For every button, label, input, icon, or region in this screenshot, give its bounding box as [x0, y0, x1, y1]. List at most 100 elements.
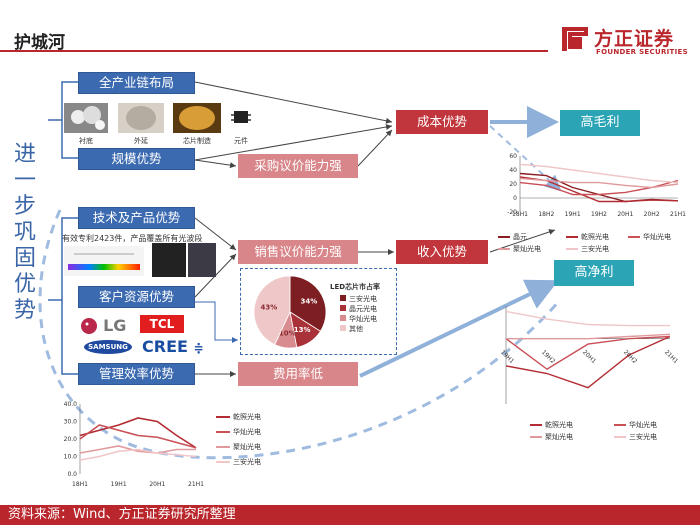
legend-item: 聚灿光电	[530, 432, 573, 442]
chip-mfg-image	[173, 103, 221, 133]
purchase-power-box: 采购议价能力强	[238, 154, 358, 178]
pie-legend-label: 华灿光电	[349, 315, 377, 323]
y-tick-label: 40	[509, 167, 517, 174]
y-tick-label: 30.0	[64, 419, 78, 426]
expense-ratio-chart: 40.0 30.0 20.0 10.0 0.0 18H1 19H1 20H1 21H1	[56, 398, 206, 494]
cree-logo: CREE ≑	[142, 337, 204, 356]
series-line	[506, 311, 670, 325]
legend-item: 聚灿光电	[216, 442, 296, 452]
x-tick-label: 20H2	[644, 211, 660, 218]
pie-legend-item: 晶元光电	[340, 304, 377, 314]
epitaxy-image	[118, 103, 164, 133]
source-footer: 资料来源：Wind、方正证券研究所整理	[0, 505, 700, 525]
pie-slice-label: 43%	[261, 303, 278, 311]
legend-item: 乾照光电	[530, 420, 573, 430]
legend-label: 聚灿光电	[513, 245, 541, 253]
x-tick-label: 19H2	[591, 211, 607, 218]
legend-label: 聚灿光电	[233, 443, 261, 451]
x-tick-label: 19H1	[565, 211, 581, 218]
expense-ratio-legend: 乾照光电 华灿光电 聚灿光电 三安光电	[216, 412, 296, 467]
legend-label: 聚灿光电	[545, 433, 573, 441]
substrate-image	[64, 103, 108, 133]
high-net-margin-box: 高净利	[554, 260, 634, 286]
market-share-pie: 34%13%10%43%	[250, 272, 330, 352]
pie-legend-label: 其他	[349, 325, 363, 333]
product-image	[152, 243, 186, 277]
legend-label: 三安光电	[233, 458, 261, 466]
legend-item: 三安光电	[216, 457, 296, 467]
pie-legend-item: 其他	[340, 324, 377, 334]
y-tick-label: 20.0	[64, 436, 78, 443]
tcl-logo: TCL	[140, 315, 184, 333]
legend-item: 三安光电	[614, 432, 657, 442]
chain-layout-box: 全产业链布局	[78, 72, 195, 94]
x-tick-label: 19H2	[540, 349, 556, 365]
thumb-label: 外延	[118, 136, 164, 146]
legend-label: 乾照光电	[545, 421, 573, 429]
tech-product-box: 技术及产品优势	[78, 207, 195, 229]
y-tick-label: 20	[509, 181, 517, 188]
lg-logo: LG	[80, 315, 126, 335]
x-tick-label: 19H1	[111, 481, 127, 488]
y-tick-label: 40.0	[64, 401, 78, 408]
component-image	[228, 103, 254, 133]
x-tick-label: 18H1	[72, 481, 88, 488]
legend-item: 乾照光电	[216, 412, 296, 422]
x-tick-label: 21H1	[670, 211, 686, 218]
y-tick-label: 0.0	[67, 471, 77, 478]
y-tick-label: 10.0	[64, 454, 78, 461]
pie-legend-label: 三安光电	[349, 295, 377, 303]
product-image	[188, 243, 216, 277]
legend-item: 华灿光电	[628, 232, 671, 242]
samsung-text: SAMSUNG	[88, 343, 128, 351]
mgmt-efficiency-box: 管理效率优势	[78, 363, 195, 385]
high-gross-margin-box: 高毛利	[560, 110, 640, 136]
x-tick-label: 20H1	[617, 211, 633, 218]
low-expense-box: 费用率低	[238, 362, 358, 386]
y-tick-label: 60	[509, 153, 517, 160]
x-tick-label: 18H2	[538, 211, 554, 218]
pie-slice-label: 13%	[294, 326, 311, 334]
thumb-label: 芯片制造	[173, 136, 221, 146]
legend-item: 晶元	[498, 232, 527, 242]
legend-label: 华灿光电	[233, 428, 261, 436]
pie-legend-label: 晶元光电	[349, 305, 377, 313]
legend-item: 乾照光电	[566, 232, 609, 242]
y-tick-label: 0	[513, 195, 517, 202]
samsung-logo: SAMSUNG	[84, 340, 132, 354]
spectrum-image	[64, 246, 144, 276]
legend-item: 华灿光电	[614, 420, 657, 430]
legend-label: 晶元	[513, 233, 527, 241]
legend-item: 华灿光电	[216, 427, 296, 437]
legend-item: 聚灿光电	[498, 244, 541, 254]
revenue-advantage-box: 收入优势	[396, 240, 488, 264]
thumb-label: 衬底	[64, 136, 108, 146]
legend-label: 三安光电	[581, 245, 609, 253]
cree-text: CREE	[142, 337, 188, 356]
tcl-text: TCL	[150, 317, 175, 331]
legend-item: 三安光电	[566, 244, 609, 254]
x-tick-label: 20H1	[149, 481, 165, 488]
scale-advantage-box: 规模优势	[78, 148, 195, 170]
x-tick-label: 18H1	[512, 211, 528, 218]
legend-label: 华灿光电	[643, 233, 671, 241]
pie-title: LED芯片市占率	[330, 282, 380, 292]
legend-label: 三安光电	[629, 433, 657, 441]
pie-legend-item: 华灿光电	[340, 314, 377, 324]
legend-label: 华灿光电	[629, 421, 657, 429]
legend-label: 乾照光电	[581, 233, 609, 241]
legend-label: 乾照光电	[233, 413, 261, 421]
pie-legend: 三安光电 晶元光电 华灿光电 其他	[340, 294, 377, 334]
thumb-label: 元件	[226, 136, 256, 146]
pie-slice-label: 34%	[301, 298, 318, 306]
x-tick-label: 20H1	[581, 349, 597, 365]
cost-advantage-box: 成本优势	[396, 110, 488, 134]
sales-power-box: 销售议价能力强	[238, 240, 358, 264]
lg-text: LG	[103, 316, 126, 335]
x-tick-label: 21H1	[663, 349, 679, 365]
customer-resource-box: 客户资源优势	[78, 286, 195, 308]
x-tick-label: 21H1	[188, 481, 204, 488]
pie-legend-item: 三安光电	[340, 294, 377, 304]
